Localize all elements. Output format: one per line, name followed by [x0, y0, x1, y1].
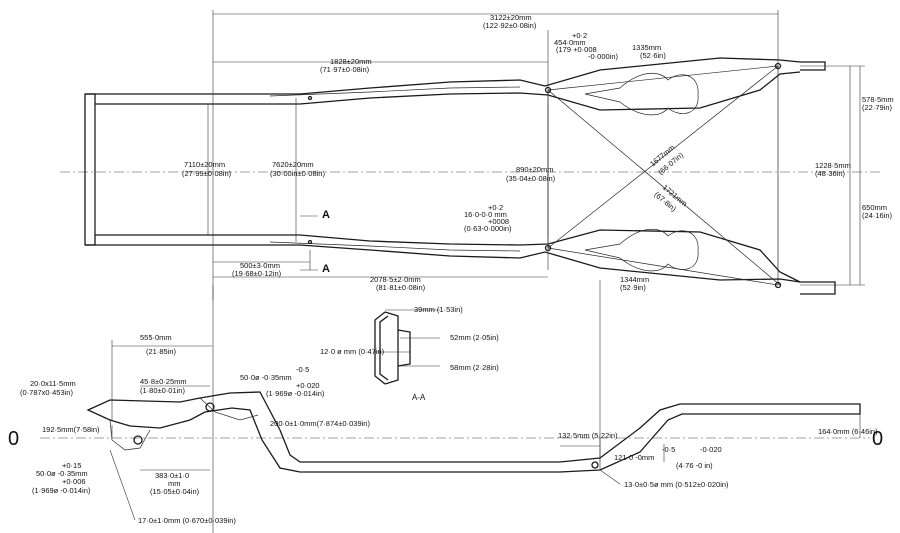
dim-164-label: 164·0mm (6·46in) [818, 427, 878, 436]
dim-200-label: 200·0±1·0mm(7·874±0·039in) [270, 419, 370, 428]
width-7620-label: 7620±20mm [272, 160, 314, 169]
bore-454-label: 454·0mm [554, 38, 586, 47]
sec-58-label: 58mm (2·28in) [450, 363, 499, 372]
section-marker-top: A [322, 209, 330, 221]
dim-1325-label: 132·5mm (5·22in) [558, 431, 618, 440]
len-1828-in-label: (71·97±0·08in) [320, 65, 370, 74]
width-1228-in-label: (48·36in) [815, 169, 846, 178]
len-1828-label: 1828±20mm [330, 57, 372, 66]
dim-121-label: 121·0 -0mm [614, 453, 655, 462]
dim-20-in-label: (0·787x0·453in) [20, 388, 73, 397]
dim-1925-label: 192·5mm(7·58in) [42, 425, 100, 434]
dim-20-label: 20·0x11·5mm [30, 379, 76, 388]
datum-right-label: 0 [872, 428, 884, 450]
dim-17-label: 17·0±1·0mm (0·670±0·039in) [138, 516, 236, 525]
len-1344-in-label: (52·9in) [620, 283, 646, 292]
bore-160-tol2: +0008 [488, 217, 510, 226]
overall-length-label: 3122±20mm [490, 13, 532, 22]
dim-121-in-label: (4·76 -0 in) [676, 461, 713, 470]
width-650-label: 650mm [862, 203, 888, 212]
section-aa-label: A-A [412, 393, 426, 402]
width-890-label: 890±20mm [516, 165, 554, 174]
len-2078-label: 2078·5±2·0mm [370, 275, 421, 284]
bore-50b-tol2: +0·006 [62, 477, 86, 486]
len-555-label: 555·0mm [140, 333, 172, 342]
dim-458-in-label: (1·80±0·01in) [140, 386, 185, 395]
bore-160-in-label: (0·63-0·000in) [464, 224, 512, 233]
len-500-in-label: (19·68±0·12in) [232, 269, 282, 278]
bore-50a-in-label: (1·969ø -0·014in) [266, 389, 325, 398]
bore-50b-label: 50·0ø -0·35mm [36, 469, 88, 478]
width-578-in-label: (22·79in) [862, 103, 893, 112]
len-1335-label: 1335mm [632, 43, 662, 52]
section-marker-bottom: A [322, 263, 330, 275]
bore-454-tol-plus: +0·2 [572, 31, 588, 40]
dim-458-label: 45·8±0·25mm [140, 377, 187, 386]
bore-454-in-minus: -0·000in) [588, 52, 619, 61]
dim-121-tol2: -0·020 [700, 445, 722, 454]
len-555-in-label: (21·85in) [146, 347, 177, 356]
width-7620-in-label: (30·00in±0·08in) [270, 169, 325, 178]
bore-50a-tol2: +0·020 [296, 381, 320, 390]
len-1335-in-label: (52·6in) [640, 51, 666, 60]
bore-50b-tol: +0·15 [62, 461, 82, 470]
len-2078-in-label: (81·81±0·08in) [376, 283, 426, 292]
bore-50b-in-label: (1·969ø -0·014in) [32, 486, 91, 495]
sec-39-label: 39mm (1·53in) [414, 305, 463, 314]
width-7110-in-label: (27·99±0·08in) [182, 169, 232, 178]
width-578-label: 578·5mm [862, 95, 894, 104]
len-1344-label: 1344mm [620, 275, 650, 284]
datum-left-label: 0 [8, 428, 20, 450]
width-650-in-label: (24·16in) [862, 211, 893, 220]
sec-52-label: 52mm (2·05in) [450, 333, 499, 342]
bore-160-tol: +0·2 [488, 203, 504, 212]
len-500-label: 500±3·0mm [240, 261, 280, 270]
width-7110-label: 7110±20mm [184, 160, 226, 169]
bore-50a-label: 50·0ø -0·35mm [240, 373, 292, 382]
dim-130-label: 13·0±0·5ø mm (0·512±0·020in) [624, 480, 729, 489]
sec-12-label: 12·0 ø mm (0·47in) [320, 347, 385, 356]
dim-383-in-label: (15·05±0·04in) [150, 487, 200, 496]
overall-length-in-label: (122·92±0·08in) [483, 21, 537, 30]
dim-383-unit-label: mm [168, 479, 181, 488]
bore-50a-tol: -0·5 [296, 365, 310, 374]
dim-383-label: 383·0±1·0 [155, 471, 190, 480]
width-890-in-label: (35·04±0·08in) [506, 174, 556, 183]
dim-121-tol: -0·5 [662, 445, 676, 454]
width-1228-label: 1228·5mm [815, 161, 851, 170]
bore-454-in-label: (179 +0·008 [556, 45, 597, 54]
bore-160-label: 16·0-0·0 mm [464, 210, 507, 219]
